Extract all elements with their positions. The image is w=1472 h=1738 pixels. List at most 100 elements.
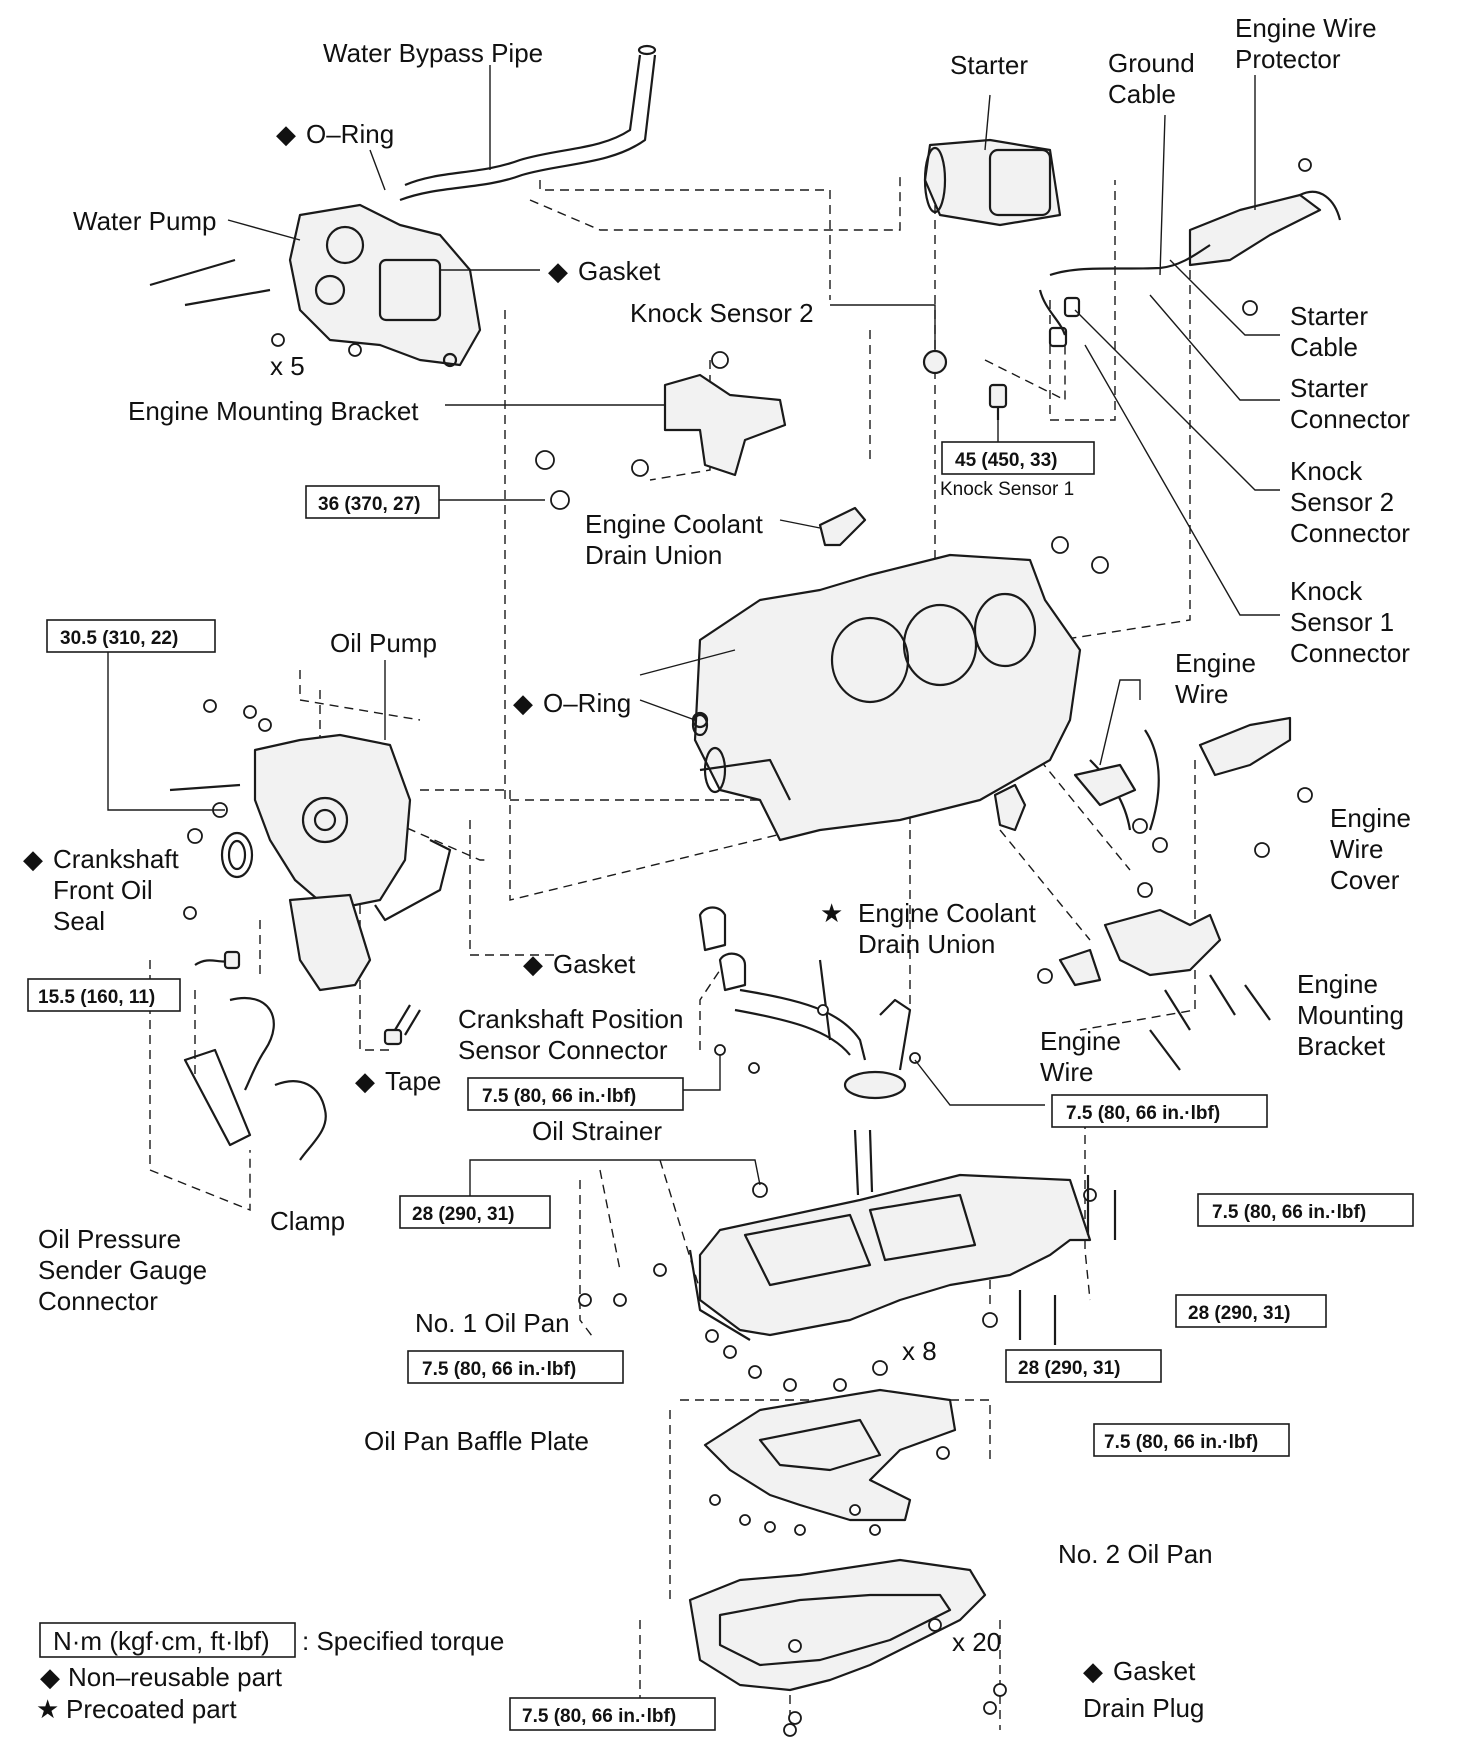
label-knock-sensor-1-connector-line3: Connector xyxy=(1290,638,1410,668)
label-engine-wire-upper-line2: Wire xyxy=(1175,679,1228,709)
labels: Water Bypass Pipe ◆ O–Ring Water Pump ◆ … xyxy=(23,13,1411,1723)
label-engine-wire-protector-line1: Engine Wire xyxy=(1235,13,1377,43)
engine-wire-upper-shape xyxy=(1073,729,1168,898)
label-engine-coolant-drain-union-top-line2: Drain Union xyxy=(585,540,722,570)
torque-box-36: 36 (370, 27) xyxy=(305,485,440,519)
symbol-diamond: ◆ xyxy=(23,844,43,874)
crankshaft-front-oil-seal-shape xyxy=(220,831,254,879)
label-gasket-bottom: Gasket xyxy=(1113,1656,1196,1686)
label-oil-pressure-sender-line1: Oil Pressure xyxy=(38,1224,181,1254)
label-engine-wire-protector-line2: Protector xyxy=(1235,44,1341,74)
engine-mounting-bracket-top-shape xyxy=(535,351,787,510)
label-crankshaft-front-oil-seal-line3: Seal xyxy=(53,906,105,936)
torque-box-7-5-d: 7.5 (80, 66 in.·lbf) xyxy=(407,1350,624,1384)
label-engine-wire-lower-line2: Wire xyxy=(1040,1057,1093,1087)
label-crankshaft-position-sensor-line1: Crankshaft Position xyxy=(458,1004,683,1034)
label-oil-strainer: Oil Strainer xyxy=(532,1116,662,1146)
label-engine-mounting-bracket-right-line2: Mounting xyxy=(1297,1000,1404,1030)
engine-wire-cover-shape xyxy=(1198,716,1313,858)
legend-diamond: ◆ xyxy=(40,1662,60,1692)
starter-shape xyxy=(923,138,1062,227)
cylinder-block-shape xyxy=(639,536,1109,842)
torque-box-30-5: 30.5 (310, 22) xyxy=(46,619,216,653)
label-crankshaft-front-oil-seal-line2: Front Oil xyxy=(53,875,153,905)
torque-box-7-5-a: 7.5 (80, 66 in.·lbf) xyxy=(467,1077,684,1111)
symbol-diamond: ◆ xyxy=(1083,1656,1103,1686)
water-bypass-pipe-shape xyxy=(399,44,657,202)
label-starter-connector-line1: Starter xyxy=(1290,373,1368,403)
label-knock-sensor-2: Knock Sensor 2 xyxy=(630,298,814,328)
engine-coolant-drain-union-top-shape xyxy=(818,506,867,547)
oil-pressure-sender-shape xyxy=(183,950,327,1161)
svg-text:30.5 (310, 22): 30.5 (310, 22) xyxy=(60,628,178,649)
svg-text:7.5 (80, 66 in.·lbf): 7.5 (80, 66 in.·lbf) xyxy=(1066,1103,1220,1124)
label-gasket-top: Gasket xyxy=(578,256,661,286)
symbol-star: ★ xyxy=(820,898,843,928)
torque-box-28-b: 28 (290, 31) xyxy=(1175,1294,1327,1328)
engine-wire-protector-shape xyxy=(1188,158,1342,316)
svg-text:15.5 (160, 11): 15.5 (160, 11) xyxy=(38,987,155,1008)
label-engine-coolant-drain-union-mid-line1: Engine Coolant xyxy=(858,898,1037,928)
label-no1-oil-pan: No. 1 Oil Pan xyxy=(415,1308,570,1338)
svg-text:7.5 (80, 66 in.·lbf): 7.5 (80, 66 in.·lbf) xyxy=(1212,1202,1366,1223)
svg-text:28 (290, 31): 28 (290, 31) xyxy=(1188,1303,1290,1324)
symbol-diamond: ◆ xyxy=(523,949,543,979)
symbol-diamond: ◆ xyxy=(548,256,568,286)
torque-box-7-5-b: 7.5 (80, 66 in.·lbf) xyxy=(1051,1094,1268,1128)
legend-non-reusable: Non–reusable part xyxy=(68,1662,283,1692)
label-oil-pressure-sender-line3: Connector xyxy=(38,1286,158,1316)
label-engine-wire-cover-line3: Cover xyxy=(1330,865,1400,895)
symbol-diamond: ◆ xyxy=(276,119,296,149)
torque-box-45: 45 (450, 33) xyxy=(941,441,1095,475)
label-x5: x 5 xyxy=(270,351,305,381)
label-oil-pump: Oil Pump xyxy=(330,628,437,658)
label-water-bypass-pipe: Water Bypass Pipe xyxy=(323,38,543,68)
label-knock-sensor-2-connector-line2: Sensor 2 xyxy=(1290,487,1394,517)
svg-text:28 (290, 31): 28 (290, 31) xyxy=(412,1204,514,1225)
label-knock-sensor-1-connector-line1: Knock xyxy=(1290,576,1363,606)
label-engine-coolant-drain-union-mid-line2: Drain Union xyxy=(858,929,995,959)
label-knock-sensor-1: Knock Sensor 1 xyxy=(940,479,1074,500)
legend-torque-desc: : Specified torque xyxy=(302,1626,504,1656)
oil-pump-shape xyxy=(169,699,452,992)
torque-box-7-5-f: 7.5 (80, 66 in.·lbf) xyxy=(509,1697,716,1731)
svg-text:7.5 (80, 66 in.·lbf): 7.5 (80, 66 in.·lbf) xyxy=(1104,1432,1258,1453)
engine-mounting-bracket-right-shape xyxy=(1103,908,1271,1071)
label-engine-wire-cover-line1: Engine xyxy=(1330,803,1411,833)
alignment-lines xyxy=(149,175,1196,1730)
legend-precoated: Precoated part xyxy=(66,1694,237,1724)
svg-text:7.5 (80, 66 in.·lbf): 7.5 (80, 66 in.·lbf) xyxy=(422,1359,576,1380)
knock-sensor-shapes xyxy=(922,349,1008,420)
legend-star: ★ xyxy=(36,1694,59,1724)
label-engine-mounting-bracket-right-line3: Bracket xyxy=(1297,1031,1386,1061)
svg-text:7.5 (80, 66 in.·lbf): 7.5 (80, 66 in.·lbf) xyxy=(522,1706,676,1727)
engine-coolant-drain-union-mid-shape xyxy=(993,783,1027,832)
label-engine-wire-upper-line1: Engine xyxy=(1175,648,1256,678)
oil-strainer-shape xyxy=(698,906,921,1100)
torque-box-28-c: 28 (290, 31) xyxy=(1005,1349,1162,1383)
symbol-diamond: ◆ xyxy=(355,1066,375,1096)
label-engine-mounting-bracket-right-line1: Engine xyxy=(1297,969,1378,999)
label-o-ring-mid: O–Ring xyxy=(543,688,631,718)
knock-sensor-harness xyxy=(1038,244,1211,348)
torque-box-28-a: 28 (290, 31) xyxy=(399,1195,551,1229)
no1-oil-pan-lower-bolts xyxy=(705,1329,888,1392)
label-crankshaft-front-oil-seal-line1: Crankshaft xyxy=(53,844,179,874)
svg-text:36 (370, 27): 36 (370, 27) xyxy=(318,494,420,515)
svg-text:28 (290, 31): 28 (290, 31) xyxy=(1018,1358,1120,1379)
water-pump-bolts xyxy=(149,258,362,357)
torque-boxes: 36 (370, 27) 45 (450, 33) 30.5 (310, 22)… xyxy=(27,441,1414,1731)
label-no2-oil-pan: No. 2 Oil Pan xyxy=(1058,1539,1213,1569)
label-o-ring-top: O–Ring xyxy=(306,119,394,149)
label-knock-sensor-1-connector-line2: Sensor 1 xyxy=(1290,607,1394,637)
label-water-pump: Water Pump xyxy=(73,206,217,236)
legend-torque-box: N·m (kgf·cm, ft·lbf) xyxy=(53,1626,270,1656)
svg-text:45 (450, 33): 45 (450, 33) xyxy=(955,450,1057,471)
engine-wire-lower-shape xyxy=(1037,948,1102,987)
o-ring-mid-shape xyxy=(691,713,709,737)
label-drain-plug: Drain Plug xyxy=(1083,1693,1204,1723)
label-oil-pan-baffle-plate: Oil Pan Baffle Plate xyxy=(364,1426,589,1456)
no1-oil-pan-shape xyxy=(578,1129,1117,1345)
label-crankshaft-position-sensor-line2: Sensor Connector xyxy=(458,1035,668,1065)
